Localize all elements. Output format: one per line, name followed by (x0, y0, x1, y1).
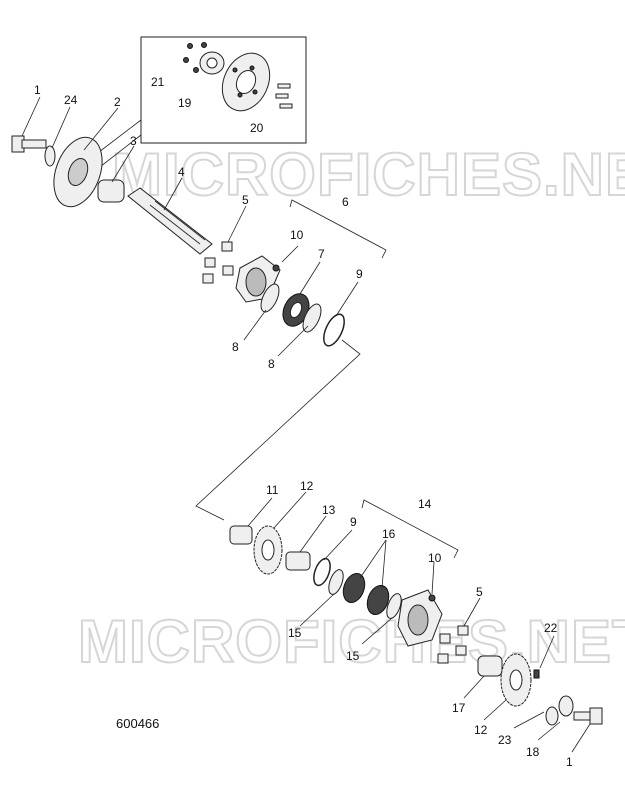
bolts-5-lower (437, 625, 469, 664)
connector-line (195, 339, 361, 521)
drive-shaft (127, 187, 213, 255)
callout-5-upper: 5 (242, 193, 249, 207)
callout-18: 18 (526, 745, 540, 759)
washer-23 (558, 695, 574, 717)
snap-ring-9a (323, 313, 345, 347)
inset-box (140, 36, 307, 144)
callout-20: 20 (250, 121, 264, 135)
callout-24: 24 (64, 93, 78, 107)
callout-19: 19 (178, 96, 192, 110)
callout-22: 22 (544, 621, 558, 635)
inset-leader-b (95, 134, 142, 171)
callout-7: 7 (318, 247, 325, 261)
leader-lines (21, 96, 591, 753)
callout-8-b: 8 (268, 357, 275, 371)
callout-13: 13 (322, 503, 336, 517)
callout-11: 11 (266, 483, 279, 497)
callout-12-lower: 12 (474, 723, 488, 737)
bolts-5-upper (202, 241, 234, 284)
callout-17: 17 (452, 701, 466, 715)
figure-number: 600466 (116, 716, 159, 731)
callout-5-lower: 5 (476, 585, 483, 599)
callout-9-upper: 9 (356, 267, 363, 281)
callout-15-b: 15 (346, 649, 360, 663)
bushing-13 (285, 551, 311, 571)
callout-16: 16 (382, 527, 396, 541)
callout-2: 2 (114, 95, 121, 109)
brake-rotor (53, 136, 103, 208)
bracket-14 (361, 499, 459, 559)
callout-10-lower: 10 (428, 551, 442, 565)
callout-15-a: 15 (288, 626, 302, 640)
bushing-17 (477, 655, 503, 677)
callout-14: 14 (418, 497, 432, 511)
bolt-top (11, 135, 47, 153)
sprocket-lower (500, 653, 532, 707)
bearing-housing-lower (397, 589, 443, 647)
callout-1-bottom: 1 (566, 755, 573, 769)
bearing-16b (366, 584, 390, 616)
watermark-bottom: MICROFICHES.NET (78, 608, 625, 675)
ring-15a (328, 569, 344, 595)
callout-21: 21 (151, 75, 165, 89)
callout-6: 6 (342, 195, 349, 209)
key-22 (533, 669, 540, 679)
callout-12-upper: 12 (300, 479, 314, 493)
inset-nuts (183, 42, 207, 73)
washer-top (44, 145, 56, 167)
bushing-11 (229, 525, 253, 545)
callout-9-lower: 9 (350, 515, 357, 529)
callout-4: 4 (178, 165, 185, 179)
callout-1-top: 1 (34, 83, 41, 97)
bearing-16a (342, 572, 366, 604)
bracket-6 (289, 199, 387, 259)
bolt-bottom (573, 707, 603, 725)
bushing-3 (97, 179, 125, 203)
inset-rotor (221, 52, 271, 112)
callout-10-upper: 10 (290, 228, 304, 242)
callout-23: 23 (498, 733, 512, 747)
ring-8a (260, 283, 280, 313)
watermark-top: MICROFICHES.NET (112, 141, 625, 208)
ring-15b (386, 593, 402, 619)
inset-hub (199, 51, 225, 75)
snap-ring-9b (313, 557, 331, 587)
ring-8b (302, 303, 322, 333)
sprocket-upper (253, 525, 283, 575)
washer-18 (545, 706, 559, 726)
callout-3: 3 (130, 134, 137, 148)
inset-bolts (275, 83, 293, 109)
callout-8-a: 8 (232, 340, 239, 354)
